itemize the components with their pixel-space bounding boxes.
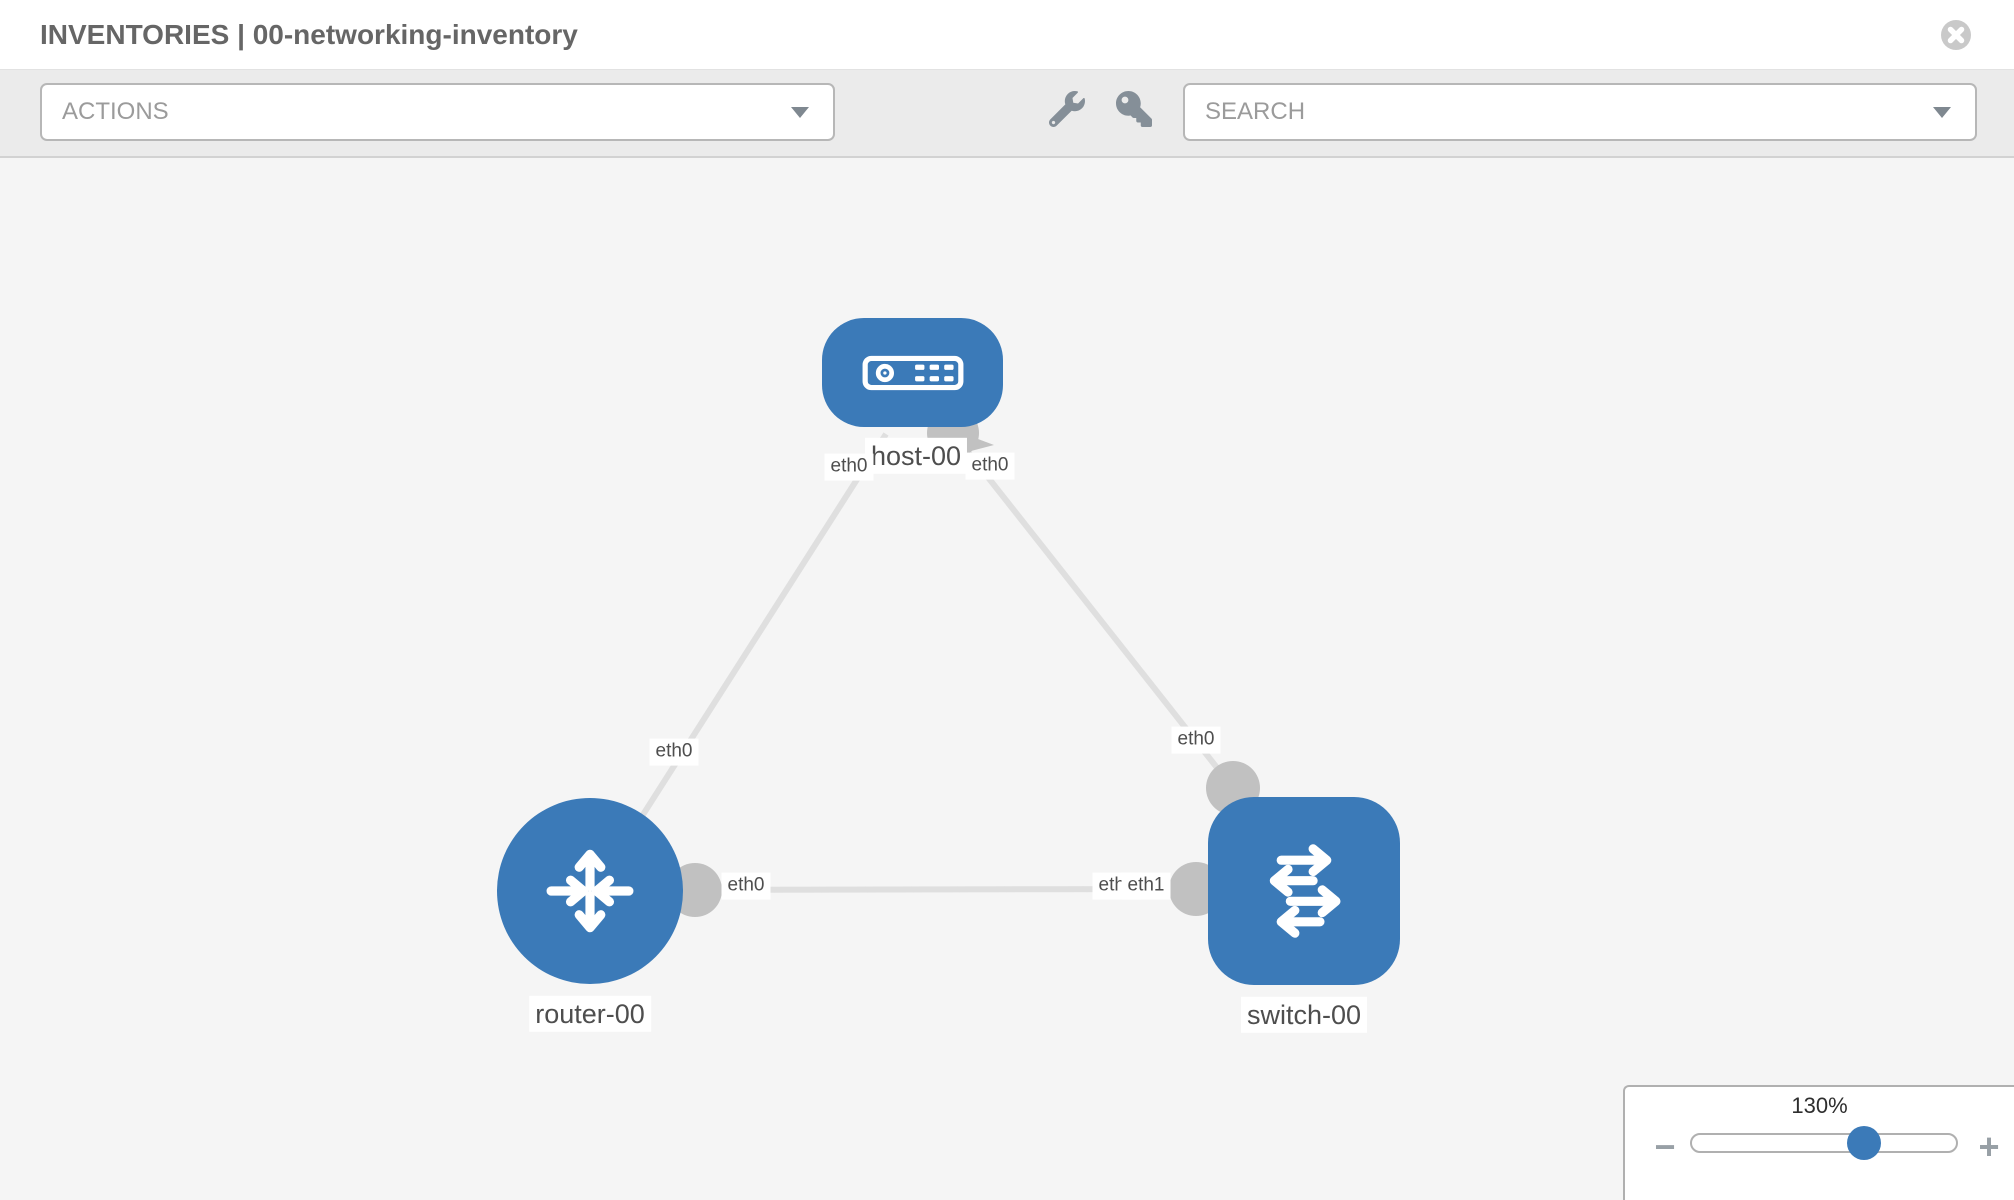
interface-label-host-switch: eth0 <box>1171 726 1221 754</box>
interface-label-host-right: eth0 <box>965 452 1015 480</box>
close-circle-icon <box>1941 20 1971 50</box>
node-label-host[interactable]: host-00 <box>864 437 968 475</box>
toolbar <box>0 70 2014 158</box>
interface-label-host-router: eth0 <box>649 738 699 766</box>
wrench-button[interactable] <box>1048 91 1085 128</box>
topology-canvas[interactable]: host-00 eth0 eth0 eth0 eth0 router-00 sw… <box>0 158 2014 1200</box>
search-dropdown[interactable] <box>1183 83 1977 141</box>
node-host-00[interactable] <box>822 318 1003 427</box>
node-label-switch[interactable]: switch-00 <box>1240 996 1368 1034</box>
node-router-00[interactable] <box>497 798 683 984</box>
zoom-panel: 130% − + <box>1623 1085 2014 1200</box>
node-switch-00[interactable] <box>1208 797 1400 985</box>
zoom-level-text: 130% <box>1791 1093 1848 1118</box>
key-button[interactable] <box>1116 91 1152 127</box>
page-title: INVENTORIES | 00-networking-inventory <box>40 19 578 50</box>
search-input[interactable] <box>1185 98 1933 126</box>
actions-dropdown-input[interactable] <box>42 98 791 126</box>
chevron-down-icon <box>791 106 809 118</box>
close-button[interactable] <box>1941 20 1971 50</box>
actions-dropdown[interactable] <box>40 83 835 141</box>
chevron-down-icon <box>1933 106 1951 118</box>
zoom-slider-handle[interactable] <box>1847 1126 1881 1160</box>
node-label-router[interactable]: router-00 <box>529 995 651 1033</box>
switch-icon <box>1269 844 1341 938</box>
interface-label-router-eth: eth0 <box>721 872 771 900</box>
interface-label-host-left: eth0 <box>824 453 874 481</box>
zoom-slider-track[interactable] <box>1690 1126 1958 1160</box>
interface-label-switch-eth1: eth1 <box>1121 872 1171 900</box>
host-icon <box>862 355 963 390</box>
zoom-in-button[interactable]: + <box>1978 1126 2000 1167</box>
header: INVENTORIES | 00-networking-inventory <box>0 0 2014 70</box>
wrench-icon <box>1048 91 1085 128</box>
edge-host-router[interactable] <box>597 432 889 884</box>
router-icon <box>546 849 634 933</box>
key-icon <box>1116 91 1152 127</box>
zoom-out-button[interactable]: − <box>1654 1126 1676 1167</box>
